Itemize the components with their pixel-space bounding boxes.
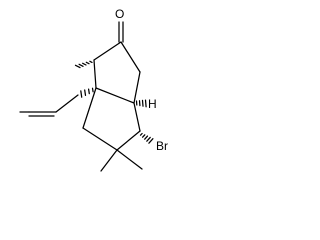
bond-c7-c6 [116,130,141,151]
bond-c8a-c8 [82,87,97,129]
lower-ring [82,87,141,151]
hydrogen-atom-label: H [148,97,157,111]
gem-dimethyl [100,149,143,172]
hashed-hydrogen-bond [135,99,147,108]
upper-ring [93,41,141,104]
bromine-atom-label: Br [156,139,168,153]
oxygen-atom-label: O [115,7,124,21]
hashed-bromine-bond [139,132,154,144]
bond-c8a-c3a [95,87,135,104]
bond-c2-c3 [120,41,141,73]
hashed-methyl-bond [74,60,93,69]
bond-c2-c1 [93,41,122,61]
bond-c6-c3a [133,102,141,132]
bond-c1-c8a [93,59,97,89]
allyl-chain [19,94,79,117]
bond-c3-c3a [133,71,141,104]
carbonyl-double-bond [118,21,124,43]
chemical-structure: O H Br [19,7,168,172]
bond-c8-c7 [82,127,118,151]
hashed-allyl-bond [80,87,94,98]
